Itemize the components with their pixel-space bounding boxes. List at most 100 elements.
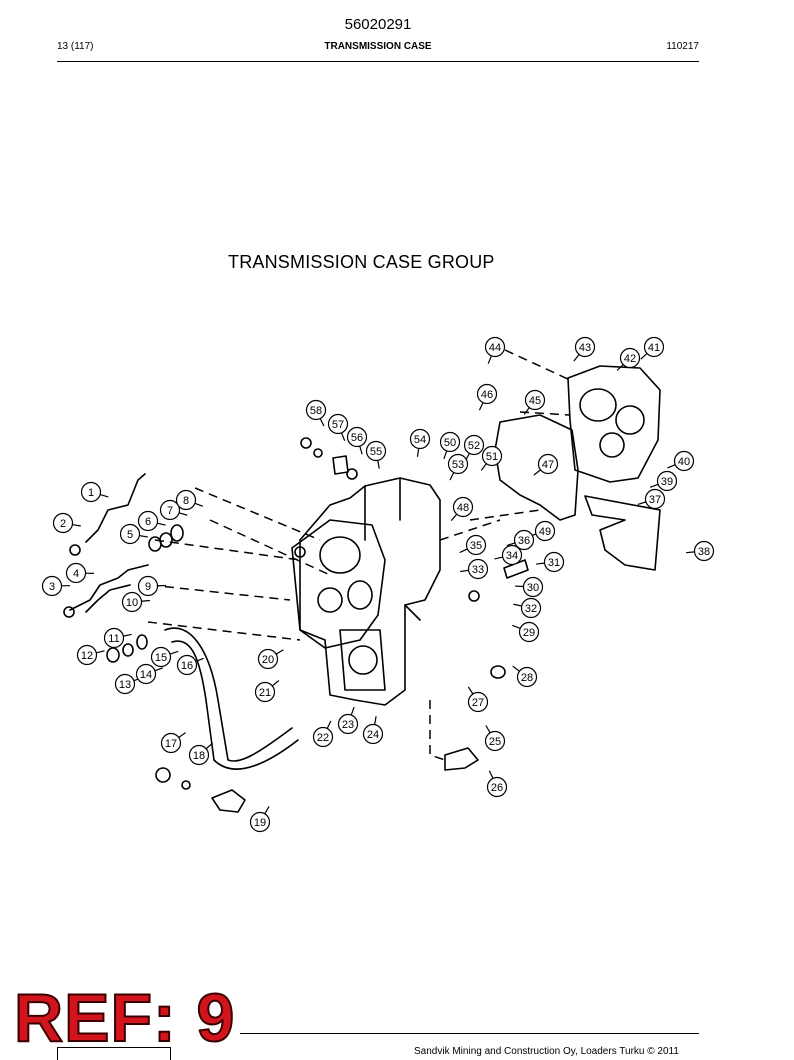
rear-cover [568,366,660,482]
leader-line [512,625,520,628]
leader-line [360,446,362,454]
svg-text:12: 12 [81,650,93,662]
svg-text:11: 11 [108,633,119,645]
svg-text:9: 9 [145,581,151,593]
callout-36: 36 [515,531,534,550]
callout-13: 13 [116,675,135,694]
svg-text:58: 58 [310,405,322,417]
leader-line [641,353,647,359]
leader-line [378,460,380,468]
callout-5: 5 [121,525,140,544]
callout-23: 23 [339,715,358,734]
svg-text:29: 29 [523,627,535,639]
svg-text:3: 3 [49,581,55,593]
svg-text:27: 27 [472,697,484,709]
leader-line [170,651,178,654]
svg-text:41: 41 [648,342,660,354]
callout-39: 39 [658,472,677,491]
leader-line [72,525,80,526]
callout-20: 20 [259,650,278,669]
svg-text:26: 26 [491,782,503,794]
svg-text:57: 57 [332,419,344,431]
callout-43: 43 [576,338,595,357]
leader-line [513,604,521,606]
svg-text:39: 39 [661,476,673,488]
svg-text:10: 10 [126,597,138,609]
svg-text:56: 56 [351,432,363,444]
callout-27: 27 [469,693,488,712]
svg-text:45: 45 [529,395,541,407]
callout-11: 11 [105,629,124,648]
callout-22: 22 [314,728,333,747]
callout-58: 58 [307,401,326,420]
svg-text:33: 33 [472,564,484,576]
leader-line [481,464,486,471]
callout-51: 51 [483,447,502,466]
svg-text:32: 32 [525,603,537,615]
callout-30: 30 [524,578,543,597]
callout-57: 57 [329,415,348,434]
leader-line [123,634,131,636]
callout-29: 29 [520,623,539,642]
svg-text:51: 51 [486,451,498,463]
leader-line [667,465,675,468]
leader-line [195,503,203,506]
callout-18: 18 [190,746,209,765]
svg-text:4: 4 [73,568,79,580]
leader-line [320,419,324,427]
leader-line [524,408,529,415]
callout-6: 6 [139,512,158,531]
callout-17: 17 [162,734,181,753]
callout-4: 4 [67,564,86,583]
callout-21: 21 [256,683,275,702]
svg-text:49: 49 [539,526,551,538]
svg-text:21: 21 [259,687,271,699]
svg-text:44: 44 [489,342,501,354]
callout-10: 10 [123,593,142,612]
callout-32: 32 [522,599,541,618]
callout-46: 46 [478,385,497,404]
svg-text:54: 54 [414,434,426,446]
case-front-face [292,520,385,648]
svg-text:31: 31 [548,557,560,569]
svg-text:7: 7 [167,505,173,517]
leader-line [417,448,418,456]
callout-16: 16 [178,656,197,675]
svg-text:53: 53 [452,459,464,471]
leader-line [351,707,354,715]
callout-8: 8 [177,491,196,510]
callout-9: 9 [139,577,158,596]
svg-text:20: 20 [262,654,274,666]
leader-line [100,495,108,497]
callout-28: 28 [518,668,537,687]
svg-text:2: 2 [60,518,66,530]
callout-3: 3 [43,577,62,596]
leader-line [513,666,520,671]
shield-plate [585,496,660,570]
callout-38: 38 [695,542,714,561]
leader-line [444,451,447,459]
callout-48: 48 [454,498,473,517]
callout-44: 44 [486,338,505,357]
leader-line [650,484,658,487]
leader-line [686,552,694,553]
leader-line [96,651,104,653]
footer-logo [57,1047,171,1060]
callout-54: 54 [411,430,430,449]
svg-text:48: 48 [457,502,469,514]
svg-text:18: 18 [193,750,205,762]
svg-text:50: 50 [444,437,456,449]
callout-55: 55 [367,442,386,461]
callout-47: 47 [539,455,558,474]
callout-26: 26 [488,778,507,797]
leader-line [479,403,483,411]
callout-41: 41 [645,338,664,357]
callout-2: 2 [54,514,73,533]
callout-1: 1 [82,483,101,502]
leader-line [179,733,186,738]
svg-text:17: 17 [165,738,177,750]
svg-text:37: 37 [649,494,661,506]
ref-stamp: REF: 9 [14,984,235,1052]
svg-text:47: 47 [542,459,554,471]
